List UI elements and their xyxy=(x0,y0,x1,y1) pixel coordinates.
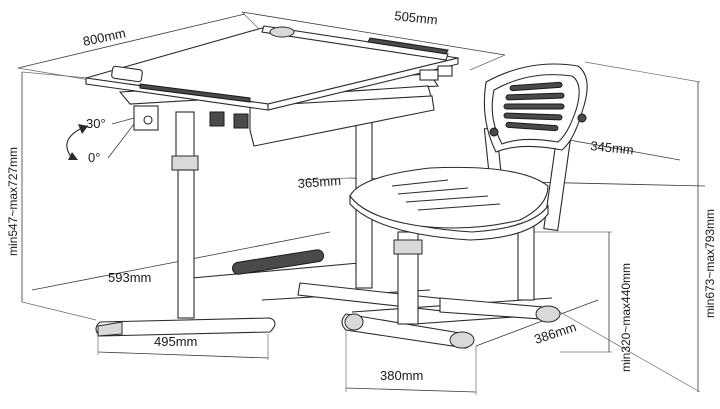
tilt-arrow-icon xyxy=(66,117,135,160)
label-desk-width: 800mm xyxy=(82,25,128,49)
label-tilt-top: 30° xyxy=(86,116,106,131)
label-desk-foot-width: 495mm xyxy=(154,334,197,349)
pen-tray xyxy=(111,65,143,83)
chair-seat xyxy=(349,166,549,229)
cup-holder xyxy=(269,26,295,38)
label-desk-depth: 505mm xyxy=(394,8,439,27)
label-chair-base-width: 380mm xyxy=(380,368,423,383)
dimension-labels: 505mm 800mm min547~max727mm 30° 0° 345mm… xyxy=(6,8,717,383)
label-total-height: min673~max793mm xyxy=(703,209,717,318)
desk-front-leg-lower xyxy=(177,169,195,319)
backrest-slots xyxy=(503,81,565,132)
label-seat-width: 365mm xyxy=(297,173,341,191)
label-tilt-bottom: 0° xyxy=(88,150,100,165)
desk-front-foot xyxy=(95,317,276,337)
desk-front-leg-upper xyxy=(175,111,195,161)
desk xyxy=(85,25,459,337)
desk-rear-foot xyxy=(297,282,456,313)
chair-rear-post xyxy=(517,223,535,301)
label-desk-height: min547~max727mm xyxy=(6,147,20,256)
footrest xyxy=(231,249,325,275)
label-backrest-width: 345mm xyxy=(590,138,635,157)
label-desk-base-depth: 593mm xyxy=(108,270,151,285)
seat-slots xyxy=(391,179,501,211)
chair xyxy=(341,63,588,349)
label-seat-height: min320~max440mm xyxy=(619,263,633,372)
label-chair-base-depth: 386mm xyxy=(532,319,578,347)
